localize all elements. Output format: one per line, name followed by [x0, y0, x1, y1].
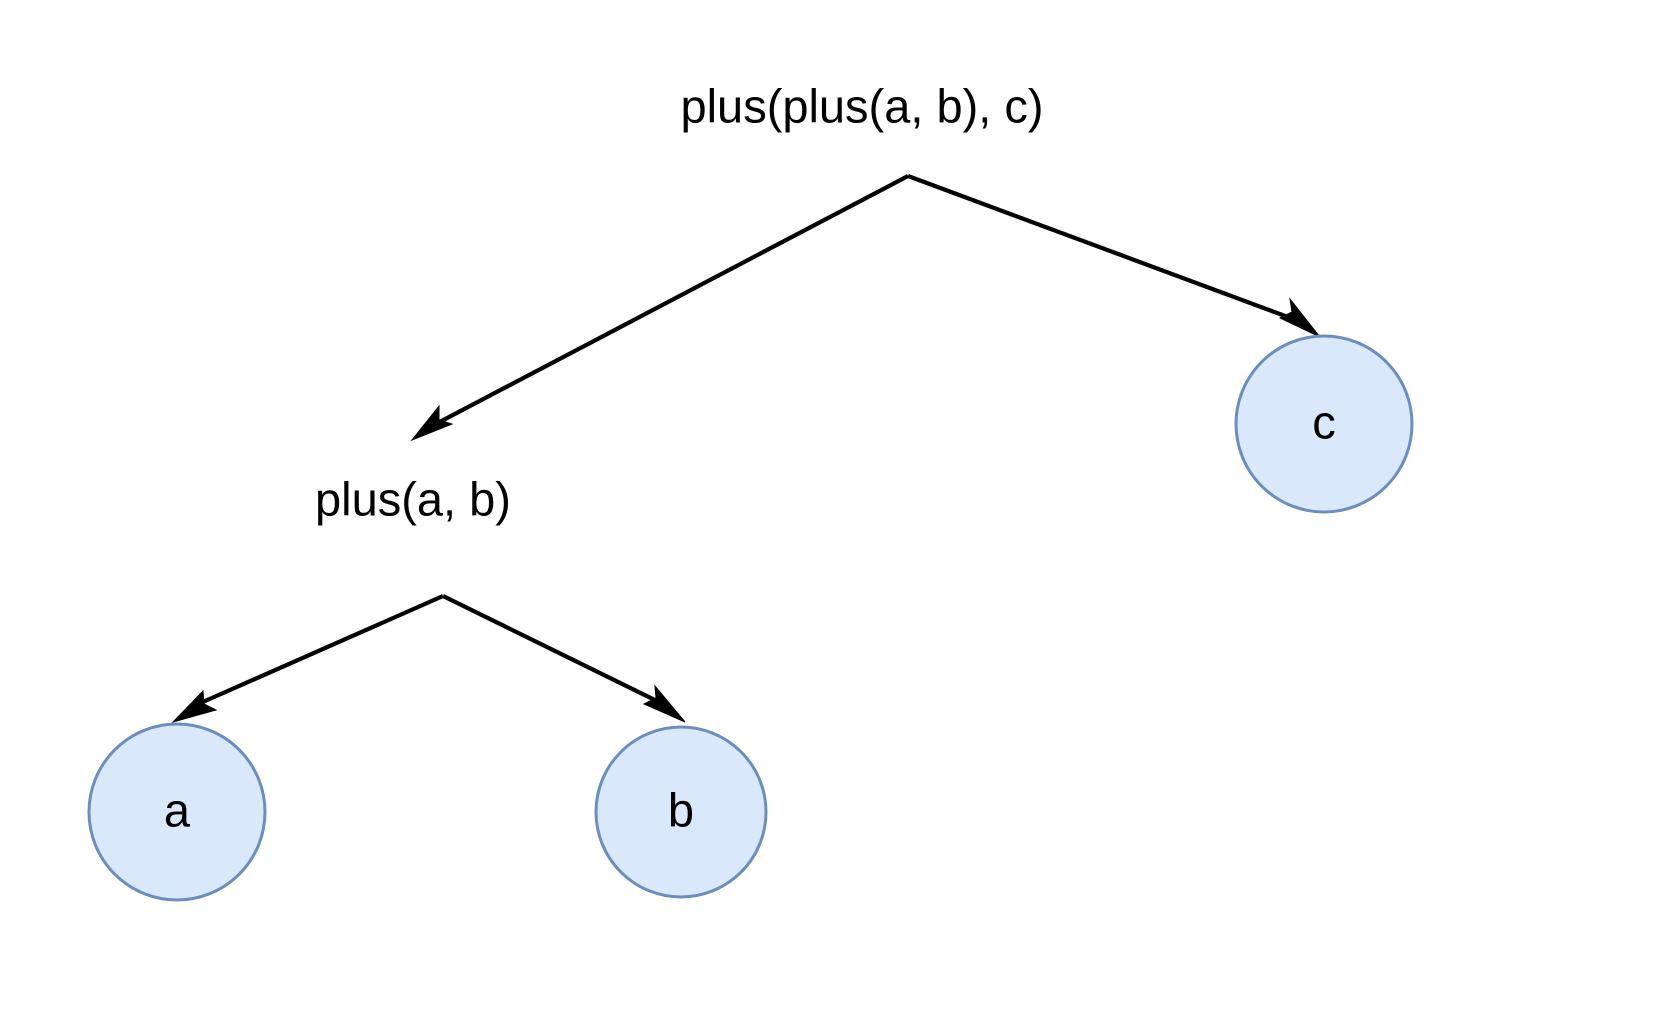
- edge-mid-to-b[interactable]: [442, 594, 686, 723]
- edge-line-mid-to-b: [442, 594, 662, 705]
- edge-root-to-c[interactable]: [907, 174, 1321, 338]
- node-label-mid[interactable]: plus(a, b): [315, 472, 511, 525]
- edge-root-to-mid[interactable]: [410, 174, 909, 442]
- node-leaf-a[interactable]: a: [87, 722, 267, 902]
- arrowhead-root-to-mid: [410, 404, 454, 442]
- node-label-a: a: [164, 783, 191, 836]
- text-nodes-layer: plus(plus(a, b), c) plus(a, b): [315, 79, 1043, 525]
- nodes-layer: c a b: [87, 334, 1414, 902]
- node-circle-a: [87, 722, 267, 902]
- node-label-root[interactable]: plus(plus(a, b), c): [680, 79, 1043, 132]
- node-circle-c: [1234, 334, 1414, 514]
- node-leaf-b[interactable]: b: [594, 725, 768, 899]
- edge-line-mid-to-a: [195, 594, 444, 707]
- node-circle-b: [594, 725, 768, 899]
- arrowhead-mid-to-a: [171, 689, 218, 723]
- arrowhead-root-to-c: [1278, 297, 1321, 338]
- node-label-b: b: [668, 783, 694, 836]
- node-label-c: c: [1312, 395, 1336, 448]
- edges-layer: [171, 174, 1321, 723]
- edge-line-root-to-mid: [431, 174, 909, 428]
- edge-mid-to-a[interactable]: [171, 594, 444, 723]
- arrowhead-mid-to-b: [642, 684, 686, 723]
- node-leaf-c[interactable]: c: [1234, 334, 1414, 514]
- edge-line-root-to-c: [907, 174, 1297, 322]
